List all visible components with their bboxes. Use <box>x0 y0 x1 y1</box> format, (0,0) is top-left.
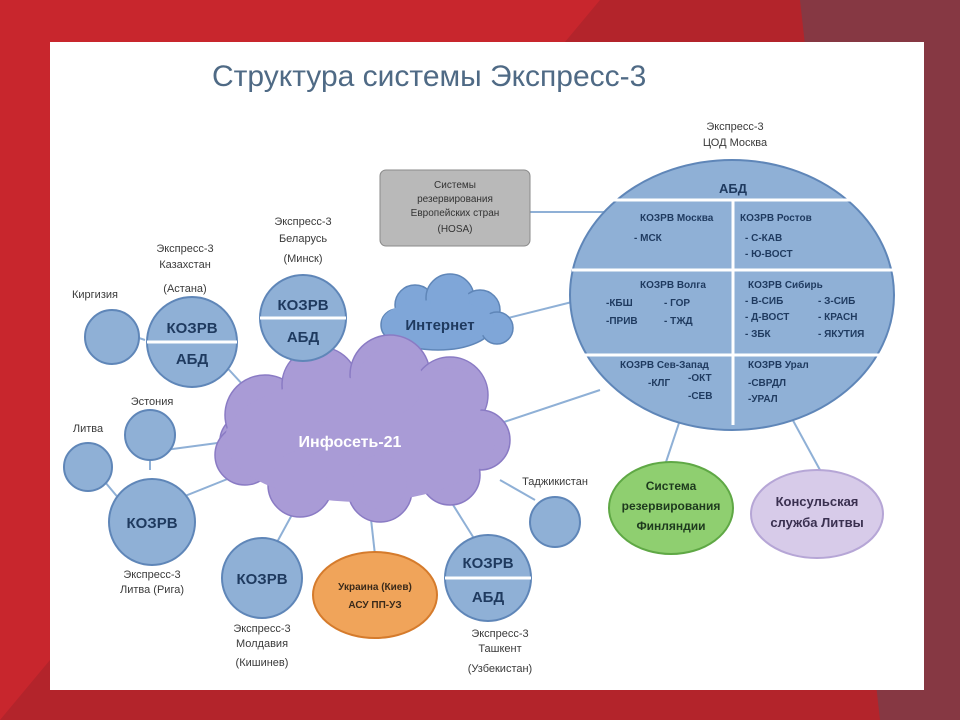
hosa-line: (HOSA) <box>438 224 473 235</box>
node-caption: Литва <box>73 423 104 435</box>
hosa-line: Системы <box>434 180 476 191</box>
node-caption: Таджикистан <box>522 476 588 488</box>
cell-item: -КБШ <box>606 298 633 309</box>
node-belarus: Экспресс-3 Беларусь (Минск) КОЗРВ АБД <box>259 216 347 362</box>
node-latvia: КОЗРВ Экспресс-3 Литва (Рига) <box>108 478 196 596</box>
node-bottom-label: АБД <box>176 351 209 368</box>
node-caption: Ташкент <box>478 643 521 655</box>
page-title: Структура системы Экспресс-3 <box>212 60 646 93</box>
node-caption: Экспресс-3 <box>233 623 290 635</box>
lithuania-consular-service: Консульская служба Литвы <box>750 469 884 559</box>
consul-line: Консульская <box>776 494 859 509</box>
cell-item: -СЕВ <box>688 391 712 402</box>
hosa-box: Системы резервирования Европейских стран… <box>379 169 531 247</box>
node-kyrgyzstan: Киргизия <box>72 289 140 365</box>
node-caption: (Кишинев) <box>236 657 289 669</box>
node-moldova: КОЗРВ Экспресс-3 Молдавия (Кишинев) <box>221 537 303 669</box>
node-caption: Беларусь <box>279 233 327 245</box>
cell-title: КОЗРВ Сев-Запад <box>620 360 710 371</box>
internet-label: Интернет <box>405 317 474 334</box>
cell-item: - З-СИБ <box>818 296 855 307</box>
cell-title: КОЗРВ Москва <box>640 213 714 224</box>
ukraine-line: АСУ ПП-УЗ <box>348 600 401 611</box>
infoset-label: Инфосеть-21 <box>299 434 402 451</box>
cell-item: - В-СИБ <box>745 296 783 307</box>
hosa-line: резервирования <box>417 194 493 205</box>
node-label: КОЗРВ <box>126 515 177 532</box>
node-label: КОЗРВ <box>236 571 287 588</box>
node-caption: (Узбекистан) <box>468 663 532 675</box>
cell-item: - ЯКУТИЯ <box>818 329 864 340</box>
internet-cloud: Интернет <box>380 273 514 351</box>
node-tajikistan: Таджикистан <box>522 476 588 548</box>
cell-item: - Ю-ВОСТ <box>745 249 793 260</box>
cell-item: - ЗБК <box>745 329 772 340</box>
cell-item: -СВРДЛ <box>748 378 786 389</box>
node-top-label: КОЗРВ <box>166 320 217 337</box>
cell-item: -КЛГ <box>648 378 670 389</box>
node-caption: (Минск) <box>283 253 322 265</box>
node-top-label: КОЗРВ <box>277 297 328 314</box>
node-caption: Экспресс-3 <box>156 243 213 255</box>
cell-item: - ГОР <box>664 298 690 309</box>
node-bottom-label: АБД <box>287 329 320 346</box>
hosa-line: Европейских стран <box>411 208 500 219</box>
cell-title: КОЗРВ Сибирь <box>748 279 823 291</box>
node-bottom-label: АБД <box>472 589 505 606</box>
moscow-data-center: Экспресс-3 ЦОД Москва АБД КОЗРВ Москва -… <box>569 121 895 431</box>
node-caption: Экспресс-3 <box>471 628 528 640</box>
consul-line: служба Литвы <box>770 515 863 530</box>
cell-item: -ОКТ <box>688 373 712 384</box>
finland-line: Финляндии <box>636 519 705 533</box>
moscow-caption: Экспресс-3 <box>706 121 763 133</box>
finland-line: резервирования <box>622 499 721 513</box>
cell-item: - ТЖД <box>664 316 693 327</box>
cell-item: - С-КАВ <box>745 233 782 244</box>
node-caption: Эстония <box>131 396 174 408</box>
cell-title: КОЗРВ Урал <box>748 360 809 371</box>
cell-title: КОЗРВ Ростов <box>740 213 812 224</box>
cell-item: - МСК <box>634 233 663 244</box>
finland-system: Система резервирования Финляндии <box>608 461 734 555</box>
node-caption: Молдавия <box>236 638 288 650</box>
cell-item: -УРАЛ <box>748 394 778 405</box>
moscow-header: АБД <box>719 181 748 196</box>
node-caption: Экспресс-3 <box>123 569 180 581</box>
finland-line: Система <box>646 479 697 493</box>
cell-title: КОЗРВ Волга <box>640 280 706 291</box>
cell-item: -ПРИВ <box>606 316 638 327</box>
node-caption: Киргизия <box>72 289 118 301</box>
node-estonia: Эстония <box>124 396 176 461</box>
node-caption: Казахстан <box>159 259 211 271</box>
node-ukraine: Украина (Киев) АСУ ПП-УЗ <box>312 551 438 639</box>
node-kazakhstan: Экспресс-3 Казахстан (Астана) КОЗРВ АБД <box>146 243 238 388</box>
ukraine-line: Украина (Киев) <box>338 582 412 593</box>
cell-item: - КРАСН <box>818 312 857 323</box>
cell-item: - Д-ВОСТ <box>745 312 789 323</box>
node-caption: (Астана) <box>163 283 206 295</box>
node-caption: Литва (Рига) <box>120 584 184 596</box>
node-uzbekistan: КОЗРВ АБД Экспресс-3 Ташкент (Узбекистан… <box>444 534 532 675</box>
moscow-caption: ЦОД Москва <box>703 137 768 149</box>
node-caption: Экспресс-3 <box>274 216 331 228</box>
node-lithuania: Литва <box>63 423 113 492</box>
node-top-label: КОЗРВ <box>462 555 513 572</box>
infoset-cloud: Инфосеть-21 <box>214 334 511 523</box>
